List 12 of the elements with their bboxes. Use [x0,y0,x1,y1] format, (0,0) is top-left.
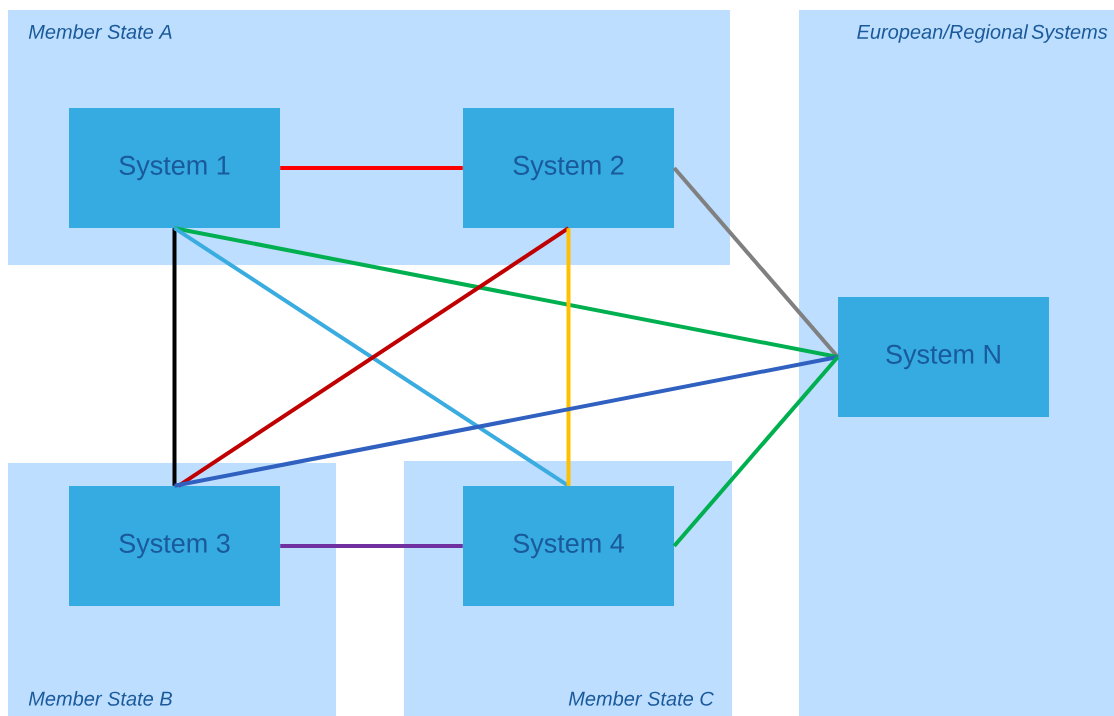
connector-line [566,228,571,486]
connector-line [672,355,840,548]
connector-line [174,355,839,488]
connector-line [280,544,463,548]
system-box: System N [838,297,1049,417]
connector-line [672,166,840,359]
connector-line [172,228,177,486]
system-box: System 3 [69,486,280,606]
system-box: System 1 [69,108,280,228]
system-box: System 4 [463,486,674,606]
system-box: System 2 [463,108,674,228]
connector-line [280,166,463,170]
